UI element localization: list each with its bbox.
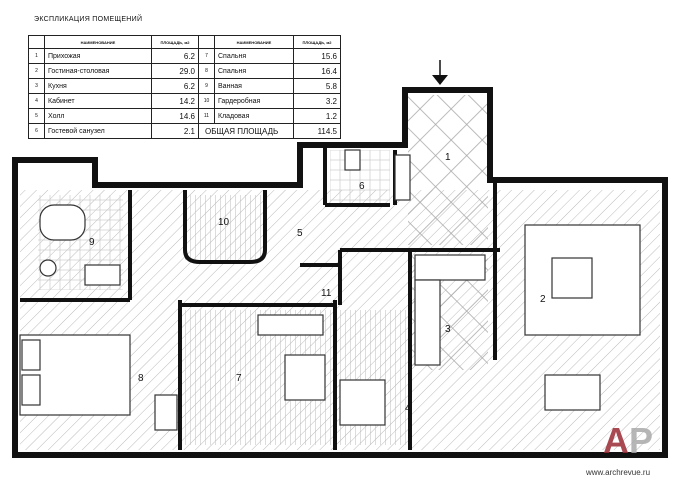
shower xyxy=(39,259,57,277)
total-area: 114.5 xyxy=(293,123,341,139)
table-title: ЭКСПЛИКАЦИЯ ПОМЕЩЕНИЙ xyxy=(34,16,143,23)
armchair-4 xyxy=(339,379,386,426)
room-label-10: 10 xyxy=(218,217,230,228)
room-label-8: 8 xyxy=(138,373,144,384)
interior-walls xyxy=(20,145,500,450)
coffee-table xyxy=(551,257,593,299)
pillow xyxy=(21,374,41,406)
room-label-9: 9 xyxy=(89,237,95,248)
room-label-3: 3 xyxy=(445,324,451,335)
wardrobe-floor xyxy=(185,195,265,260)
room-label-4: 4 xyxy=(405,403,411,414)
washbasin xyxy=(84,264,121,286)
closet-6 xyxy=(394,154,411,201)
total-label: ОБЩАЯ ПЛОЩАДЬ xyxy=(198,123,294,139)
room-label-11: 11 xyxy=(321,288,332,299)
watermark-url: www.archrevue.ru xyxy=(586,468,651,477)
toilet xyxy=(344,149,361,171)
dining-table xyxy=(544,374,601,411)
armchair xyxy=(284,354,326,401)
room-label-6: 6 xyxy=(359,181,365,192)
entrance-arrow xyxy=(432,60,448,85)
exterior-wall xyxy=(12,87,668,458)
hall-floor xyxy=(408,95,488,245)
watermark-logo: AP xyxy=(603,420,654,461)
room-label-2: 2 xyxy=(540,294,546,305)
wardrobe-7 xyxy=(257,314,324,336)
room-schedule-table: НАИМЕНОВАНИЕ ПЛОЩАДЬ, м2 НАИМЕНОВАНИЕ ПЛ… xyxy=(28,35,341,139)
kitchen-counter-side xyxy=(414,279,441,366)
room-label-1: 1 xyxy=(445,152,451,163)
bathtub xyxy=(39,204,86,241)
desk xyxy=(154,394,178,431)
room-label-7: 7 xyxy=(236,373,242,384)
kitchen-counter xyxy=(414,254,486,281)
room-label-5: 5 xyxy=(297,228,303,239)
furniture xyxy=(19,149,641,431)
pillow xyxy=(21,339,41,371)
